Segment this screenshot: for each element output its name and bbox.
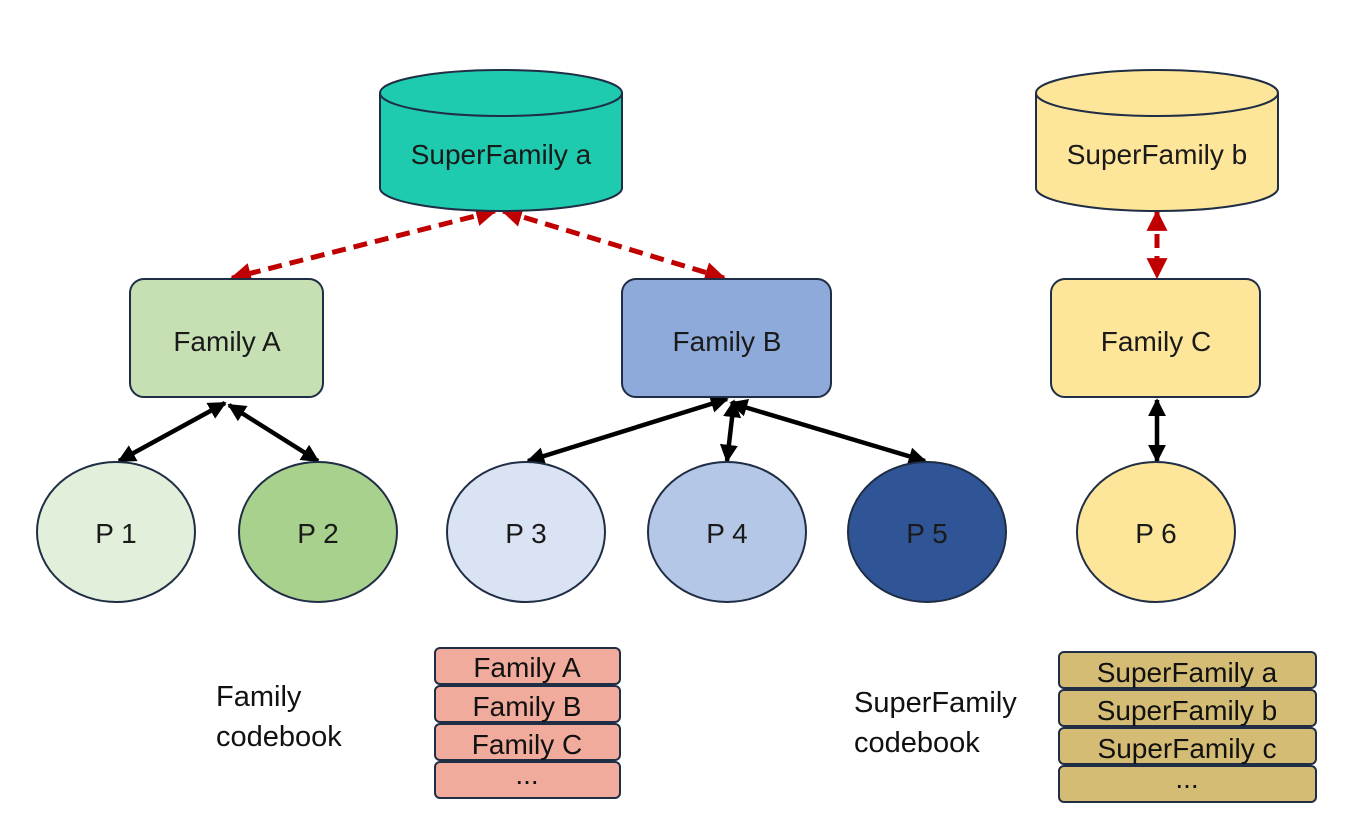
protein-p4-node: P 4 [647,461,807,603]
protein-p4-label: P 4 [706,518,748,549]
superfamily-codebook-entry: SuperFamily b [1097,695,1278,726]
superfamily-codebook-label: SuperFamily codebook [854,687,1025,759]
superfamily-a-cylinder [379,93,623,212]
superfamily-a-label: SuperFamily a [411,139,592,170]
superfamily-codebook-entry-box [1058,651,1317,689]
family-a-node: Family A [129,278,324,398]
superfamily-codebook-entry: ... [1175,763,1198,794]
protein-p6-label: P 6 [1135,518,1177,549]
superfamily-a-node: SuperFamily a [379,69,623,212]
protein-p2-ellipse [238,461,398,603]
superfamily-codebook-entry: SuperFamily a [1097,657,1278,688]
family-codebook-stack: Family A Family B Family C ... [434,647,621,799]
family-b-box [621,278,832,398]
superfamily-b-label: SuperFamily b [1067,139,1248,170]
family-codebook-entry-box [434,647,621,685]
family-codebook-label-line-1: Family [216,681,302,713]
protein-p1-node: P 1 [36,461,196,603]
protein-p5-node: P 5 [847,461,1007,603]
protein-p2-node: P 2 [238,461,398,603]
protein-p1-label: P 1 [95,518,137,549]
protein-p1-ellipse [36,461,196,603]
arrow-family-a-p2 [227,403,320,463]
superfamily-b-cylinder-top [1035,69,1279,117]
protein-p5-ellipse [847,461,1007,603]
superfamily-codebook-stack: SuperFamily a SuperFamily b SuperFamily … [1058,651,1317,803]
family-codebook-label: Family codebook [216,681,342,753]
family-c-node: Family C [1050,278,1261,398]
superfamily-codebook-entry-box [1058,765,1317,803]
family-c-label: Family C [1101,326,1211,357]
superfamily-codebook-label-line-1: SuperFamily [854,687,1017,719]
arrow-family-b-p5 [729,399,927,465]
family-codebook-label-line-2: codebook [216,721,342,753]
protein-p4-ellipse [647,461,807,603]
protein-p3-node: P 3 [446,461,606,603]
protein-p2-label: P 2 [297,518,339,549]
superfamily-b-node: SuperFamily b [1035,69,1279,212]
arrow-family-b-p3 [526,395,729,465]
family-codebook-entry-box [434,685,621,723]
protein-p6-node: P 6 [1076,461,1236,603]
family-c-box [1050,278,1261,398]
connectors [117,205,1168,465]
family-codebook-entry: Family B [473,691,582,722]
superfamily-codebook: SuperFamily codebook SuperFamily a Super… [854,651,1317,803]
family-codebook-entry-box [434,761,621,799]
family-a-label: Family A [173,326,281,357]
superfamily-codebook-entry-box [1058,727,1317,765]
superfamily-a-cylinder-top [379,69,623,117]
family-b-label: Family B [673,326,782,357]
superfamily-codebook-label-line-2: codebook [854,727,980,759]
dashed-arrow-superfamily-a-family-b [500,206,727,283]
arrow-family-a-p1 [117,401,227,463]
protein-p3-ellipse [446,461,606,603]
family-codebook: Family codebook Family A Family B Family… [216,647,621,799]
family-codebook-entry: ... [515,759,538,790]
dashed-arrow-superfamily-a-family-a [229,205,498,284]
protein-p6-ellipse [1076,461,1236,603]
superfamily-codebook-entry-box [1058,689,1317,727]
family-codebook-entry: Family C [472,729,582,760]
arrow-family-b-p4 [719,399,742,463]
superfamily-codebook-entry: SuperFamily c [1098,733,1277,764]
family-a-box [129,278,324,398]
family-b-node: Family B [621,278,832,398]
family-codebook-entry-box [434,723,621,761]
family-codebook-entry: Family A [473,652,581,683]
superfamily-b-cylinder [1035,93,1279,212]
protein-p5-label: P 5 [906,518,948,549]
protein-p3-label: P 3 [505,518,547,549]
